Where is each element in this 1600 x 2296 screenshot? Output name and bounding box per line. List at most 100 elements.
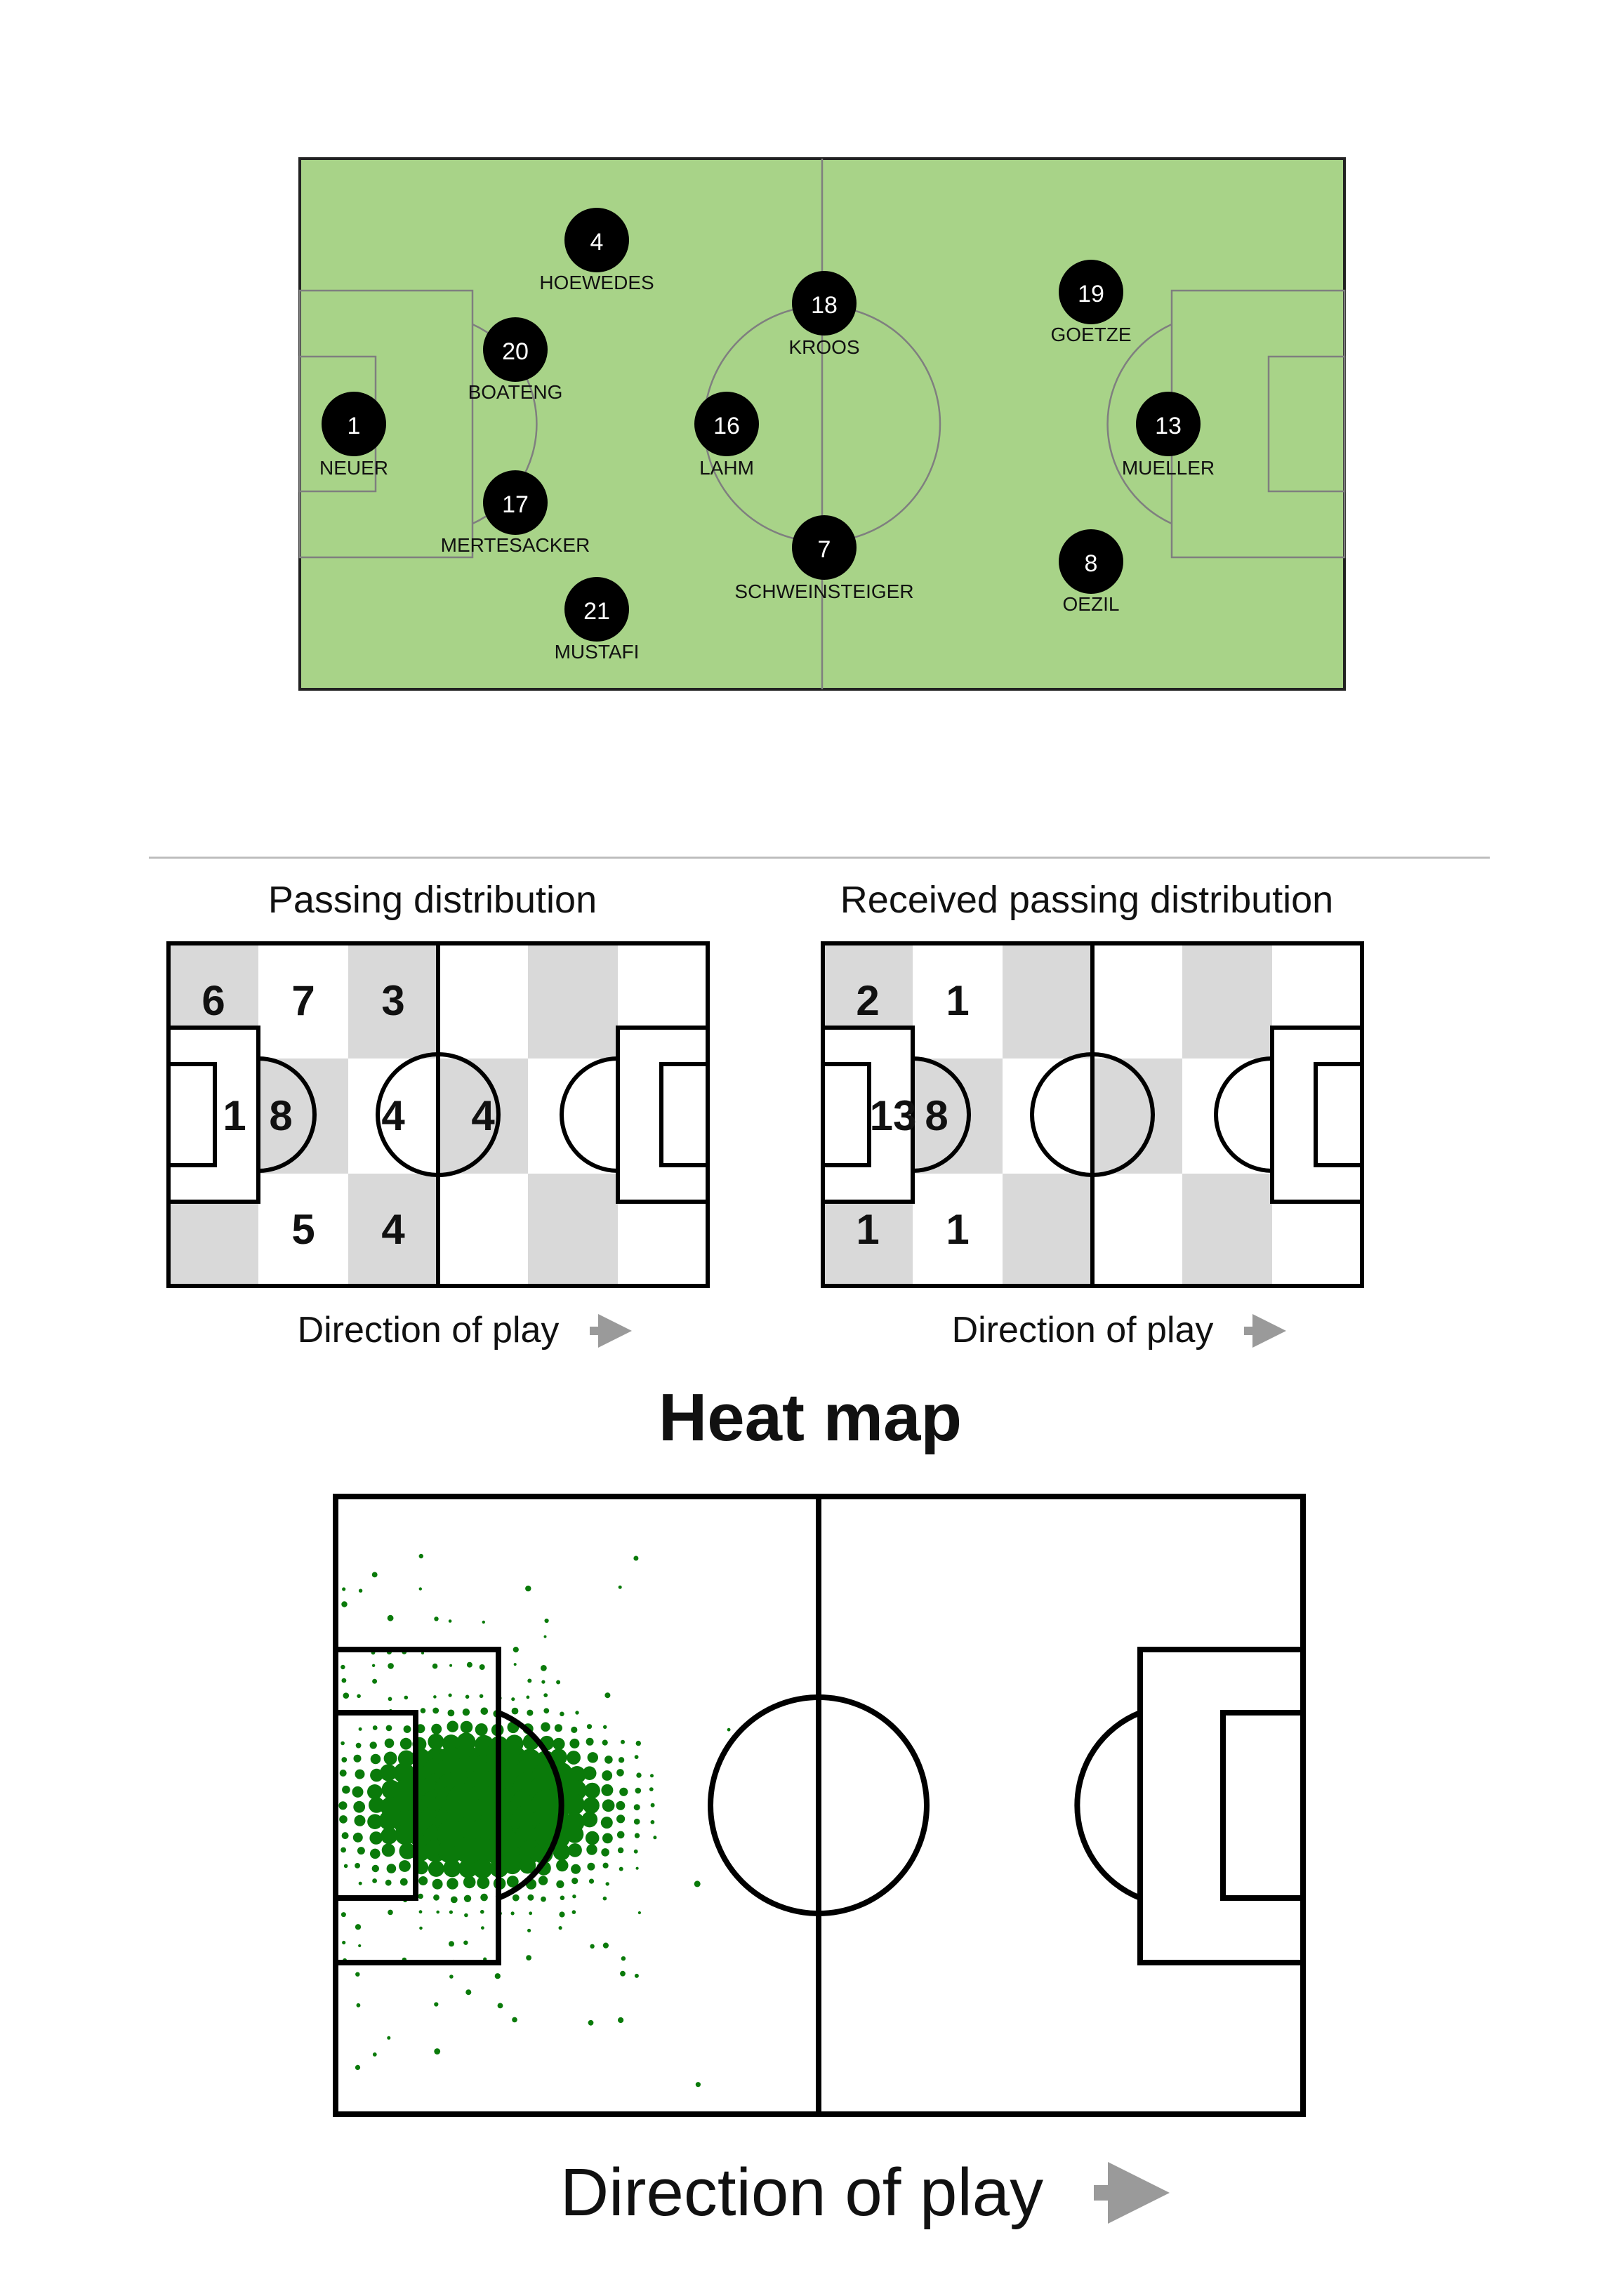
heat-dot (370, 1848, 381, 1859)
heat-dot (634, 1973, 639, 1978)
zone-value: 1 (223, 1092, 246, 1139)
heat-dot (433, 1695, 437, 1699)
heat-dot (587, 1862, 595, 1871)
player-number: 7 (818, 536, 831, 563)
heat-dot (554, 1724, 563, 1732)
heat-dot (600, 1817, 613, 1829)
player-schweinsteiger: 7 SCHWEINSTEIGER (734, 515, 914, 602)
player-number: 21 (583, 598, 610, 625)
heat-dot (583, 1797, 600, 1814)
heat-dot (372, 1878, 377, 1883)
heatmap-pitch-lines (333, 1497, 1306, 2114)
heat-dot (585, 1831, 600, 1845)
heat-dot (371, 1572, 378, 1578)
heat-dot (602, 1833, 613, 1844)
heat-dot (619, 1787, 628, 1796)
player-name: MERTESACKER (441, 534, 590, 556)
heat-dot (602, 1896, 607, 1901)
zone-value: 2 (856, 977, 879, 1024)
zone-value: 7 (291, 977, 315, 1024)
heat-dot (341, 1741, 345, 1746)
heat-dot (617, 1847, 624, 1854)
player-name: NEUER (319, 457, 388, 479)
heat-dot (566, 1825, 584, 1843)
heat-dot (602, 1942, 609, 1949)
heat-dot (479, 1694, 484, 1699)
heat-dot (512, 1894, 520, 1902)
heat-dot (358, 1588, 363, 1593)
heat-dot (650, 1820, 655, 1824)
heat-dot (433, 1894, 439, 1901)
heat-dot (553, 1843, 571, 1861)
heat-dot (465, 1989, 472, 1996)
heat-dot (443, 1859, 461, 1878)
heat-dot (449, 1910, 454, 1914)
heat-dot (447, 1720, 458, 1732)
heat-dot (343, 1692, 350, 1699)
heat-dot (418, 1876, 428, 1885)
zone-value: 1 (946, 977, 969, 1024)
heat-dot (541, 1722, 550, 1732)
heat-dot (369, 1831, 383, 1845)
heat-dot (419, 1926, 423, 1930)
heat-dot (601, 1848, 609, 1857)
heat-dot (543, 1635, 547, 1638)
heat-dot (434, 1617, 439, 1621)
heat-dot (556, 1680, 561, 1685)
player-number: 8 (1085, 550, 1098, 577)
heat-dot (538, 1876, 548, 1885)
heat-dot (343, 1864, 348, 1869)
heat-dot (432, 1878, 443, 1890)
heat-dot (371, 1864, 379, 1873)
heat-dot (399, 1878, 408, 1886)
heat-dot (604, 1756, 613, 1764)
zone-value: 1 (946, 1206, 969, 1253)
heat-dot (342, 1587, 346, 1591)
heat-dot (572, 1894, 576, 1899)
heat-dot (527, 1709, 534, 1716)
player-number: 20 (502, 338, 529, 365)
heat-dot (464, 1913, 468, 1918)
heat-dot (367, 1814, 383, 1829)
heat-dot (588, 2019, 594, 2026)
heat-dot (519, 1857, 536, 1874)
heat-dot (527, 1678, 532, 1683)
passing-pitch-lines (166, 941, 710, 1288)
heat-dot (636, 1772, 642, 1778)
heat-dot (526, 1955, 531, 1961)
zone-value: 4 (471, 1092, 495, 1139)
heat-dot (341, 1832, 349, 1840)
heat-dot (434, 2048, 441, 2055)
heat-dot (525, 1585, 531, 1592)
zone-value: 3 (381, 977, 404, 1024)
heat-dot (370, 1768, 383, 1782)
heat-dot (512, 2017, 517, 2023)
heat-dot (420, 1708, 426, 1713)
heat-dot (616, 1800, 626, 1810)
heat-dot (449, 1975, 454, 1979)
zone-value: 8 (925, 1092, 948, 1139)
heat-dot (601, 1784, 614, 1796)
heatmap-section: Heat map Direction of play (333, 1380, 1306, 2230)
heat-dot (494, 1973, 501, 1979)
heat-dot (604, 1692, 611, 1699)
received-direction-label: Direction of play (952, 1310, 1214, 1351)
heat-dot (448, 1619, 452, 1623)
zone-value: 4 (381, 1206, 405, 1253)
heat-dot (560, 1711, 564, 1717)
heat-dot (543, 1693, 548, 1698)
heat-dot (399, 1860, 411, 1872)
player-number: 1 (348, 413, 361, 439)
heat-dot (418, 1910, 423, 1914)
heat-dot (339, 1815, 348, 1824)
heat-dot (571, 1878, 578, 1885)
zone-value: 13 (870, 1092, 917, 1139)
player-name: SCHWEINSTEIGER (734, 580, 913, 602)
zone-value: 1 (856, 1206, 879, 1253)
heat-dot (633, 1849, 638, 1854)
heat-dot (541, 1665, 547, 1671)
heat-dot (450, 1896, 458, 1904)
heat-dot (465, 1694, 470, 1699)
player-mueller: 13 MUELLER (1122, 392, 1215, 479)
